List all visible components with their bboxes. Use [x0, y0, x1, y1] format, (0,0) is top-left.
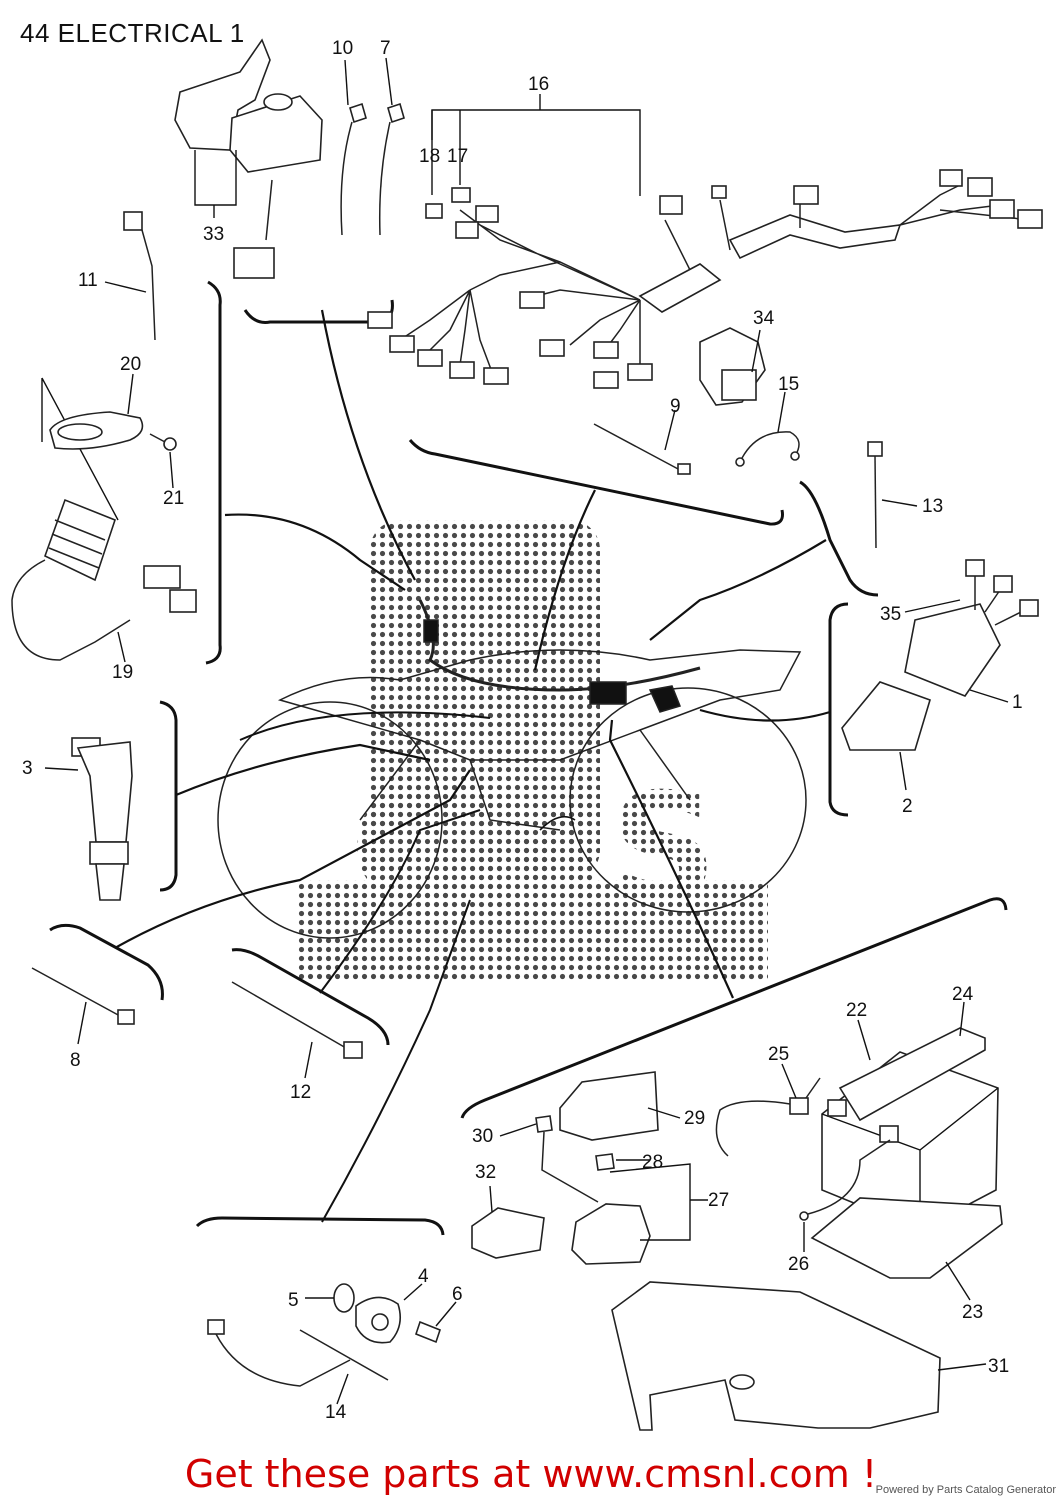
- part-11-cable-tie: [123, 211, 156, 341]
- callout-numbers: 1 2 3 4 5 6 7 8 9 10 11 12 13 14 15 16 1…: [22, 38, 1023, 1423]
- callout-15: 15: [778, 374, 799, 395]
- callout-7: 7: [380, 38, 391, 59]
- part-30-bolt: [535, 1115, 599, 1203]
- callout-10: 10: [332, 38, 353, 59]
- part-3-ignition-coil: [71, 737, 133, 901]
- part-24-battery-band: [838, 1027, 986, 1122]
- callout-28: 28: [642, 1152, 663, 1173]
- callout-2: 2: [902, 796, 913, 817]
- callout-23: 23: [962, 1302, 983, 1323]
- watermark-logo: CMS: [298, 520, 768, 980]
- callout-33: 33: [203, 224, 224, 245]
- diagram-title: 44 ELECTRICAL 1: [20, 18, 245, 48]
- part-14-sensor-lead: [207, 1319, 389, 1387]
- part-23-rubber-mat: [810, 1197, 1003, 1279]
- part-10-cable-tie: [340, 102, 367, 236]
- callout-22: 22: [846, 1000, 867, 1021]
- part-16-wire-harness: [367, 109, 1043, 389]
- part-9-cable-tie: [593, 423, 691, 475]
- callout-32: 32: [475, 1162, 496, 1183]
- part-19-rectifier-regulator: [11, 498, 197, 661]
- callout-3: 3: [22, 758, 33, 779]
- part-25-battery-lead: [715, 1077, 821, 1157]
- part-5-o-ring: [333, 1283, 355, 1313]
- callout-12: 12: [290, 1082, 311, 1103]
- callout-5: 5: [288, 1290, 299, 1311]
- callout-20: 20: [120, 354, 141, 375]
- callout-34: 34: [753, 308, 775, 329]
- part-33-ecu-bracket: [174, 38, 323, 279]
- callout-19: 19: [112, 662, 133, 683]
- callout-4: 4: [418, 1266, 429, 1287]
- part-12-cable-tie: [231, 981, 363, 1059]
- part-28-fuse: [595, 1153, 615, 1171]
- part-27-starter-relay: [571, 1163, 691, 1265]
- promo-text-prefix: Get these parts at: [184, 1452, 543, 1496]
- part-4-sensor: [355, 1296, 401, 1344]
- part-34-relay: [699, 327, 766, 406]
- part-6-bolt: [415, 1320, 441, 1344]
- part-1-cdi-unit: [904, 559, 1039, 697]
- part-8-cable-tie: [31, 967, 135, 1025]
- promo-link[interactable]: www.cmsnl.com: [542, 1452, 850, 1496]
- part-7-cable-tie: [378, 102, 405, 236]
- part-21-bolt: [149, 433, 177, 451]
- callout-13: 13: [922, 496, 943, 517]
- callout-11: 11: [78, 270, 98, 291]
- part-13-cable-tie: [867, 441, 883, 549]
- callout-27: 27: [708, 1190, 729, 1211]
- callout-9: 9: [670, 396, 681, 417]
- callout-17: 17: [447, 146, 468, 167]
- part-29-starter-relay-cover: [559, 1071, 659, 1141]
- promo-text-suffix: !: [849, 1452, 878, 1496]
- callout-21: 21: [163, 488, 184, 509]
- callout-1: 1: [1012, 692, 1023, 713]
- callout-6: 6: [452, 1284, 463, 1305]
- callout-14: 14: [325, 1402, 347, 1423]
- part-26-battery-lead: [799, 1139, 891, 1221]
- callout-30: 30: [472, 1126, 493, 1147]
- callout-35: 35: [880, 604, 901, 625]
- leader-lines: [44, 57, 1009, 1405]
- part-20-bracket: [41, 377, 144, 521]
- callout-26: 26: [788, 1254, 809, 1275]
- callout-16: 16: [528, 74, 549, 95]
- part-2-cover: [841, 681, 931, 751]
- callout-25: 25: [768, 1044, 789, 1065]
- part-32-relay: [471, 1207, 545, 1259]
- motorcycle-outline: [217, 599, 807, 939]
- part-31-battery-box: [611, 1281, 941, 1431]
- callout-31: 31: [988, 1356, 1009, 1377]
- connector-lines: [114, 309, 831, 1223]
- callout-8: 8: [70, 1050, 81, 1071]
- part-15-lead-wire: [735, 431, 800, 467]
- footer-credit: Powered by Parts Catalog Generator: [875, 1484, 1056, 1496]
- callout-18: 18: [419, 146, 440, 167]
- callout-24: 24: [952, 984, 974, 1005]
- promo-banner: Get these parts at www.cmsnl.com !: [0, 1452, 1062, 1496]
- callout-29: 29: [684, 1108, 705, 1129]
